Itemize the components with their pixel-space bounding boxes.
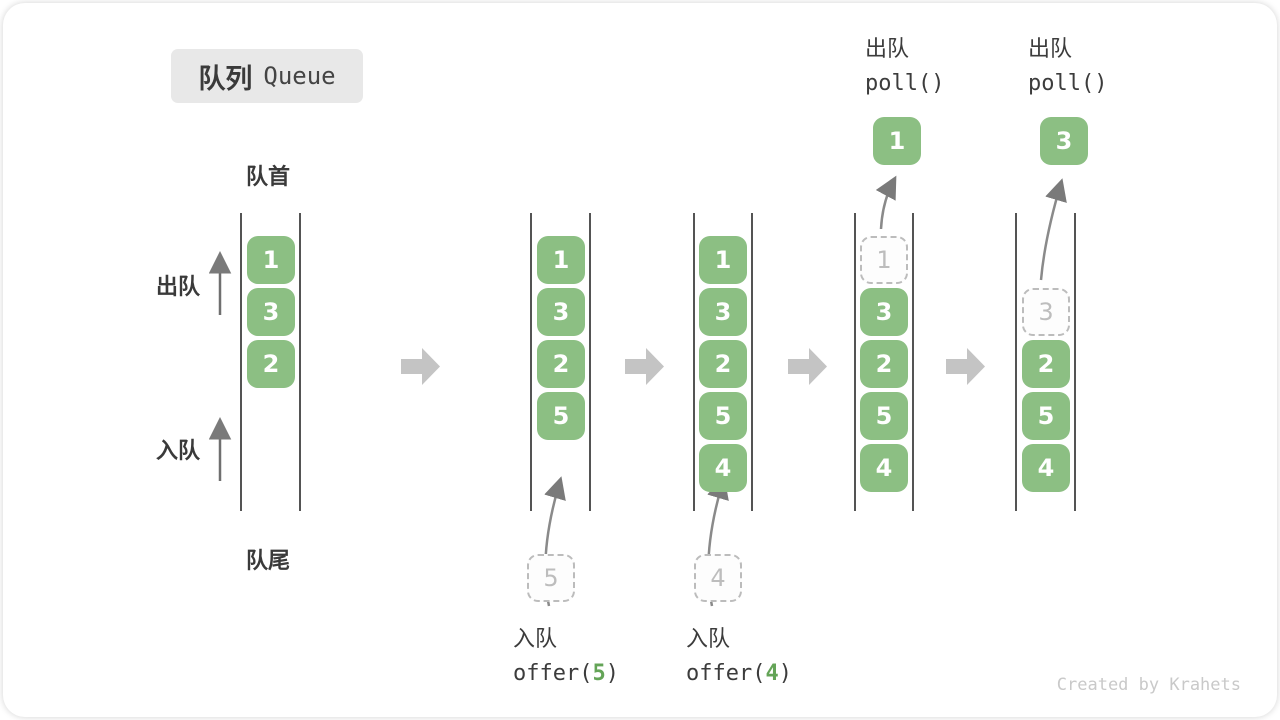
queue-cell: 1 [247,236,295,284]
queue-cell: 4 [860,444,908,492]
queue-cell: 2 [247,340,295,388]
queue-cell: 3 [537,288,585,336]
dequeue-side-label: 出队 [156,274,201,299]
operation-code: poll() [865,71,945,96]
queue-wall [530,213,532,511]
polled-element: 3 [1040,117,1088,165]
block-arrow-right-icon [788,348,827,385]
queue-cell: 5 [1022,392,1070,440]
operation-label-poll-3: 出队 poll() [1028,31,1107,96]
queue-cell: 5 [699,392,747,440]
queue-wall [912,213,914,511]
operation-label-offer5: 入队 offer(5) [513,621,619,686]
queue-diagram-canvas: 队列 Queue 队首 队尾 出队 入队 1 [3,3,1277,717]
queue-wall [589,213,591,511]
queue-front-label: 队首 [246,164,291,189]
incoming-element-ghost: 4 [694,554,742,602]
queue-cell: 2 [699,340,747,388]
title-zh: 队列 [198,63,253,94]
enqueue-side-label: 入队 [156,438,201,463]
queue-wall [240,213,242,511]
queue-cell: 3 [860,288,908,336]
queue-wall [693,213,695,511]
operation-zh: 出队 [1028,36,1073,61]
queue-wall [1074,213,1076,511]
incoming-element-ghost: 5 [527,554,575,602]
arrows-overlay [208,175,1067,607]
queue-cell: 3 [247,288,295,336]
operation-zh: 入队 [686,626,731,651]
queue-wall [1015,213,1017,511]
block-arrow-right-icon [401,348,440,385]
dequeue-3-arrow-icon [1039,178,1067,281]
queue-cell: 1 [537,236,585,284]
queue-cell: 2 [860,340,908,388]
queue-wall [299,213,301,511]
title-en: Queue [263,62,336,90]
queue-rear-label: 队尾 [246,548,291,573]
operation-zh: 入队 [513,626,558,651]
flow-arrows [544,175,1067,607]
dequeue-1-arrow-icon [875,175,897,230]
dequeued-slot-ghost: 1 [860,236,908,284]
queue-cell: 2 [1022,340,1070,388]
queue-cell: 1 [699,236,747,284]
operation-label-offer4: 入队 offer(4) [686,621,792,686]
queue-cell: 5 [860,392,908,440]
operation-zh: 出队 [865,36,910,61]
queue-cell: 4 [699,444,747,492]
queue-cell: 2 [537,340,585,388]
watermark: Created by Krahets [1056,675,1241,695]
queue-cell: 3 [699,288,747,336]
dequeued-slot-ghost: 3 [1022,288,1070,336]
queue-wall [854,213,856,511]
operation-code: offer(4) [686,661,792,686]
operation-code: poll() [1028,71,1108,96]
queue-wall [751,213,753,511]
polled-element: 1 [873,117,921,165]
block-arrow-right-icon [946,348,985,385]
operation-code: offer(5) [513,661,619,686]
block-arrow-right-icon [625,348,664,385]
operation-label-poll-1: 出队 poll() [865,31,944,96]
queue-cell: 4 [1022,444,1070,492]
queue-cell: 5 [537,392,585,440]
title-box: 队列 Queue [171,49,363,103]
